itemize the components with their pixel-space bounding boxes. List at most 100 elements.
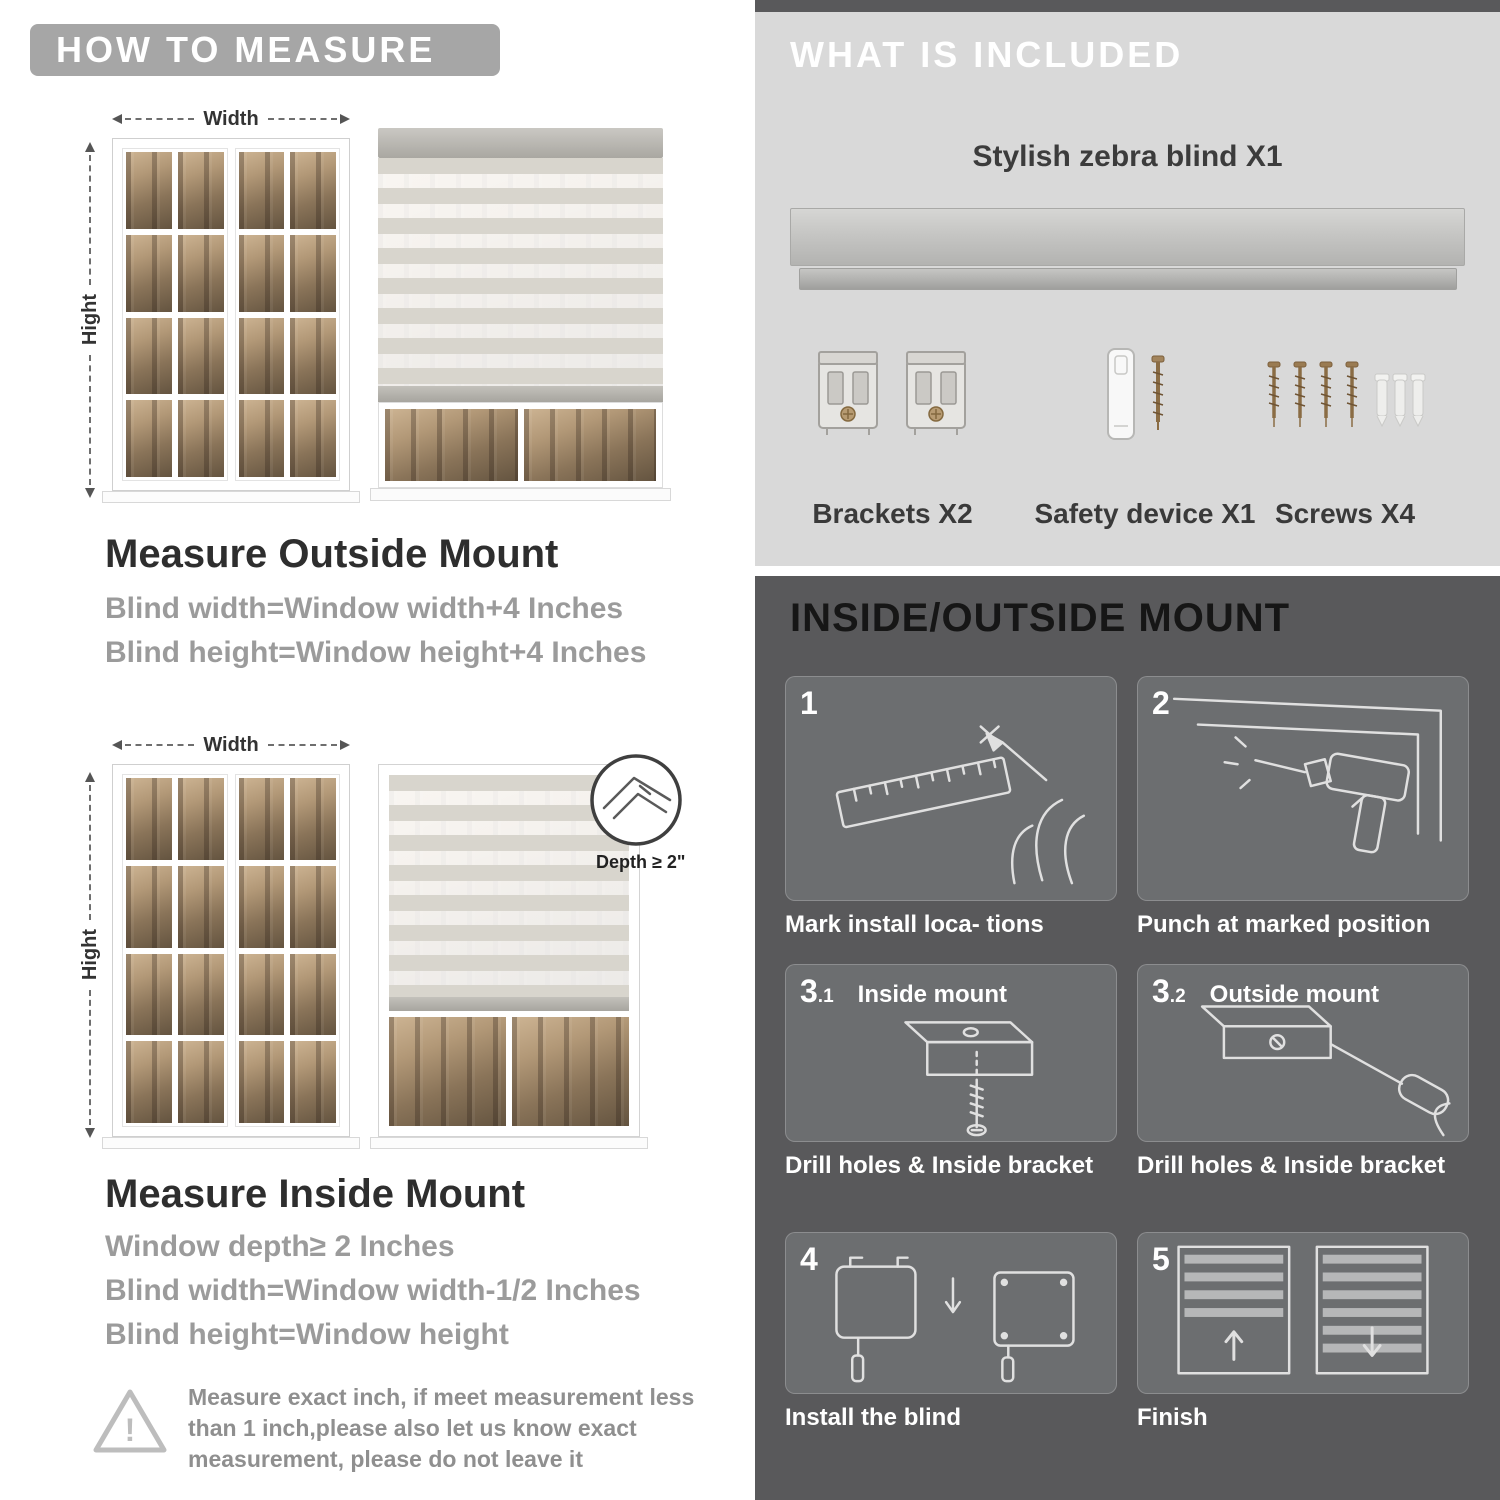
zebra-blind-headrail <box>790 208 1465 266</box>
step-caption: Finish <box>1137 1404 1208 1431</box>
mount-header: INSIDE/OUTSIDE MOUNT <box>790 596 1291 640</box>
window-illustration-outside <box>102 138 360 503</box>
mark-locations-illustration <box>835 725 1086 885</box>
inside-depth-rule: Window depth≥ 2 Inches <box>105 1230 455 1263</box>
step-number: 3.1 Inside mount <box>800 973 1007 1010</box>
safety-device-icon <box>1100 344 1190 444</box>
blind-bottom-rail <box>389 997 629 1011</box>
window-frame <box>378 764 640 1137</box>
zebra-blind-roll <box>799 268 1457 290</box>
dashed-line <box>89 354 91 485</box>
arrowhead-right-icon <box>340 114 351 124</box>
height-label: Hight <box>78 929 101 981</box>
window-pane <box>126 152 172 229</box>
arrowhead-left-icon <box>112 740 122 750</box>
dashed-line <box>267 118 338 120</box>
step-number-sub: .2 <box>1169 986 1186 1007</box>
step-number: 5 <box>1152 1241 1170 1278</box>
window-sash <box>234 148 340 481</box>
zebra-stripes <box>389 775 629 997</box>
step-3-2-panel: 3.2 Outside mount <box>1137 964 1469 1142</box>
height-dimension-inside: Hight <box>78 772 101 1138</box>
step-number-text: 5 <box>1152 1241 1170 1277</box>
depth-detail-icon <box>590 754 682 846</box>
window-pane <box>512 1017 629 1126</box>
step-number-sub: .1 <box>817 986 834 1007</box>
step-number: 3.2 Outside mount <box>1152 973 1379 1010</box>
outside-mount-title: Measure Outside Mount <box>105 532 559 576</box>
finish-illustration <box>1177 1245 1429 1375</box>
arrowhead-down-icon <box>85 488 95 498</box>
step-caption: Drill holes & Inside bracket <box>1137 1152 1446 1179</box>
product-label: Stylish zebra blind X1 <box>972 140 1283 173</box>
step-5-panel: 5 <box>1137 1232 1469 1394</box>
arrowhead-right-icon <box>340 740 351 750</box>
height-dimension-outside: Hight <box>78 142 101 498</box>
window-pane <box>177 234 224 312</box>
inside-mount-title: Measure Inside Mount <box>105 1172 526 1216</box>
window-pane <box>177 953 224 1036</box>
top-dark-strip <box>755 0 1500 12</box>
height-label: Hight <box>78 294 101 346</box>
window-sill <box>102 491 360 503</box>
note-line: measurement, please do not leave it <box>188 1446 583 1472</box>
how-to-measure-title: HOW TO MEASURE <box>56 29 436 70</box>
inside-mount-blind-figure <box>370 764 648 1149</box>
width-dimension-outside: Width <box>112 107 351 130</box>
window-pane <box>238 865 285 948</box>
dashed-line <box>89 155 91 286</box>
window-pane <box>177 1041 224 1123</box>
window-pane <box>290 865 336 948</box>
dashed-line <box>267 744 338 746</box>
window-pane <box>385 409 518 481</box>
window-pane <box>177 865 224 948</box>
window-sill <box>370 1137 648 1149</box>
step-number-text: 2 <box>1152 685 1170 721</box>
step-2-panel: 2 <box>1137 676 1469 901</box>
window-pane <box>177 400 224 477</box>
window-pane <box>126 865 172 948</box>
arrowhead-down-icon <box>85 1128 95 1138</box>
inside-bracket-illustration <box>904 1021 1034 1137</box>
step-3-1: 3.1 Inside mount Drill holes & Inside br… <box>785 964 1117 1180</box>
window-pane <box>290 778 336 860</box>
window-pane <box>126 953 172 1036</box>
window-under-blind <box>389 1011 629 1126</box>
measurement-note: Measure exact inch, if meet measurement … <box>188 1382 708 1475</box>
width-dimension-inside: Width <box>112 733 351 756</box>
window-pane <box>290 1041 336 1123</box>
depth-callout <box>588 752 684 848</box>
dashed-line <box>125 118 195 120</box>
inside-height-rule: Blind height=Window height <box>105 1318 509 1351</box>
outside-width-rule: Blind width=Window width+4 Inches <box>105 592 624 625</box>
step-caption: Mark install loca- tions <box>785 911 1044 938</box>
window-pane <box>290 317 336 395</box>
depth-label: Depth ≥ 2" <box>596 852 686 872</box>
note-line: Measure exact inch, if meet measurement … <box>188 1384 695 1410</box>
brackets-icon <box>813 346 973 438</box>
exclamation-mark: ! <box>124 1412 136 1448</box>
step-number-text: 1 <box>800 685 818 721</box>
window-pane <box>126 400 172 477</box>
step-2: 2 Punch at marked position <box>1137 676 1469 939</box>
window-pane <box>290 400 336 477</box>
step-3-2: 3.2 Outside mount Drill holes & Inside b… <box>1137 964 1469 1180</box>
width-label: Width <box>203 733 259 756</box>
inside-width-rule: Blind width=Window width-1/2 Inches <box>105 1274 641 1307</box>
what-is-included-header: WHAT IS INCLUDED <box>790 34 1184 75</box>
outside-mount-blind-figure <box>370 128 671 503</box>
window-pane <box>238 1041 285 1123</box>
step-4: 4 Install the blind <box>785 1232 1117 1432</box>
step-number-text: 3 <box>800 973 818 1009</box>
width-label: Width <box>203 107 259 130</box>
screws-label: Screws X4 <box>1274 498 1416 529</box>
window-sash <box>122 774 228 1127</box>
window-pane <box>238 234 285 312</box>
window-sash <box>234 774 340 1127</box>
window-pane <box>290 234 336 312</box>
step-caption: Drill holes & Inside bracket <box>785 1152 1094 1179</box>
window-sill <box>102 1137 360 1149</box>
window-under-blind <box>378 402 663 488</box>
step-4-panel: 4 <box>785 1232 1117 1394</box>
